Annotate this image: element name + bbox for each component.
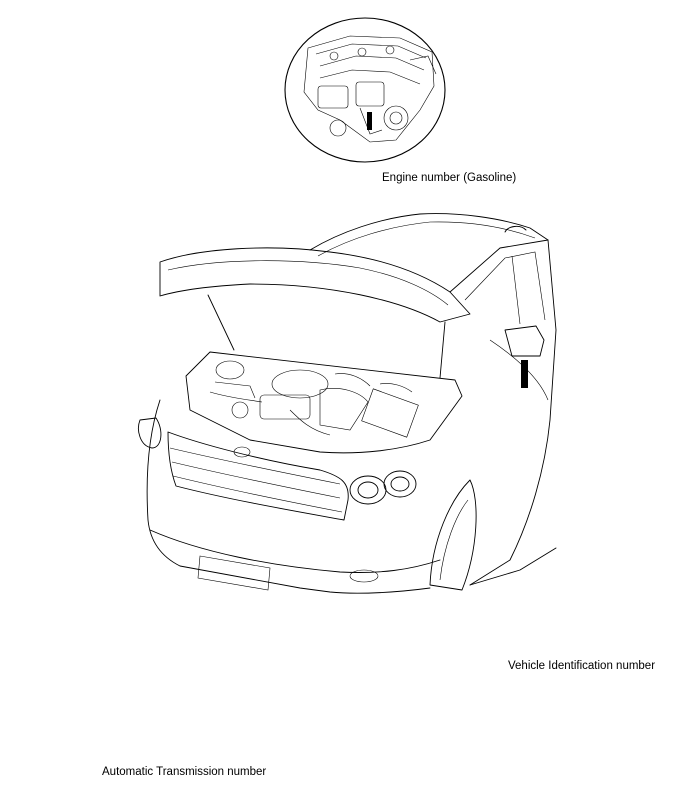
vin-label: Vehicle Identification number xyxy=(508,660,656,672)
engine-number-label: Engine number (Gasoline) xyxy=(382,172,517,184)
side-body xyxy=(469,239,557,586)
hood xyxy=(159,247,471,323)
engine-illustration xyxy=(303,35,437,143)
front-wheel xyxy=(429,479,477,591)
transmission-number-label: Automatic Transmission number xyxy=(102,766,267,778)
vehicle-illustration xyxy=(138,213,557,594)
engine-callout xyxy=(284,17,446,163)
grille xyxy=(167,431,349,521)
engine-number-location xyxy=(367,112,372,130)
vin-location-mark xyxy=(521,360,528,388)
engine-callout-circle xyxy=(284,17,446,163)
engine-bay xyxy=(185,351,463,454)
headlight xyxy=(349,470,417,505)
side-mirror xyxy=(504,325,545,357)
front-fascia xyxy=(146,399,431,594)
roof xyxy=(309,213,549,251)
